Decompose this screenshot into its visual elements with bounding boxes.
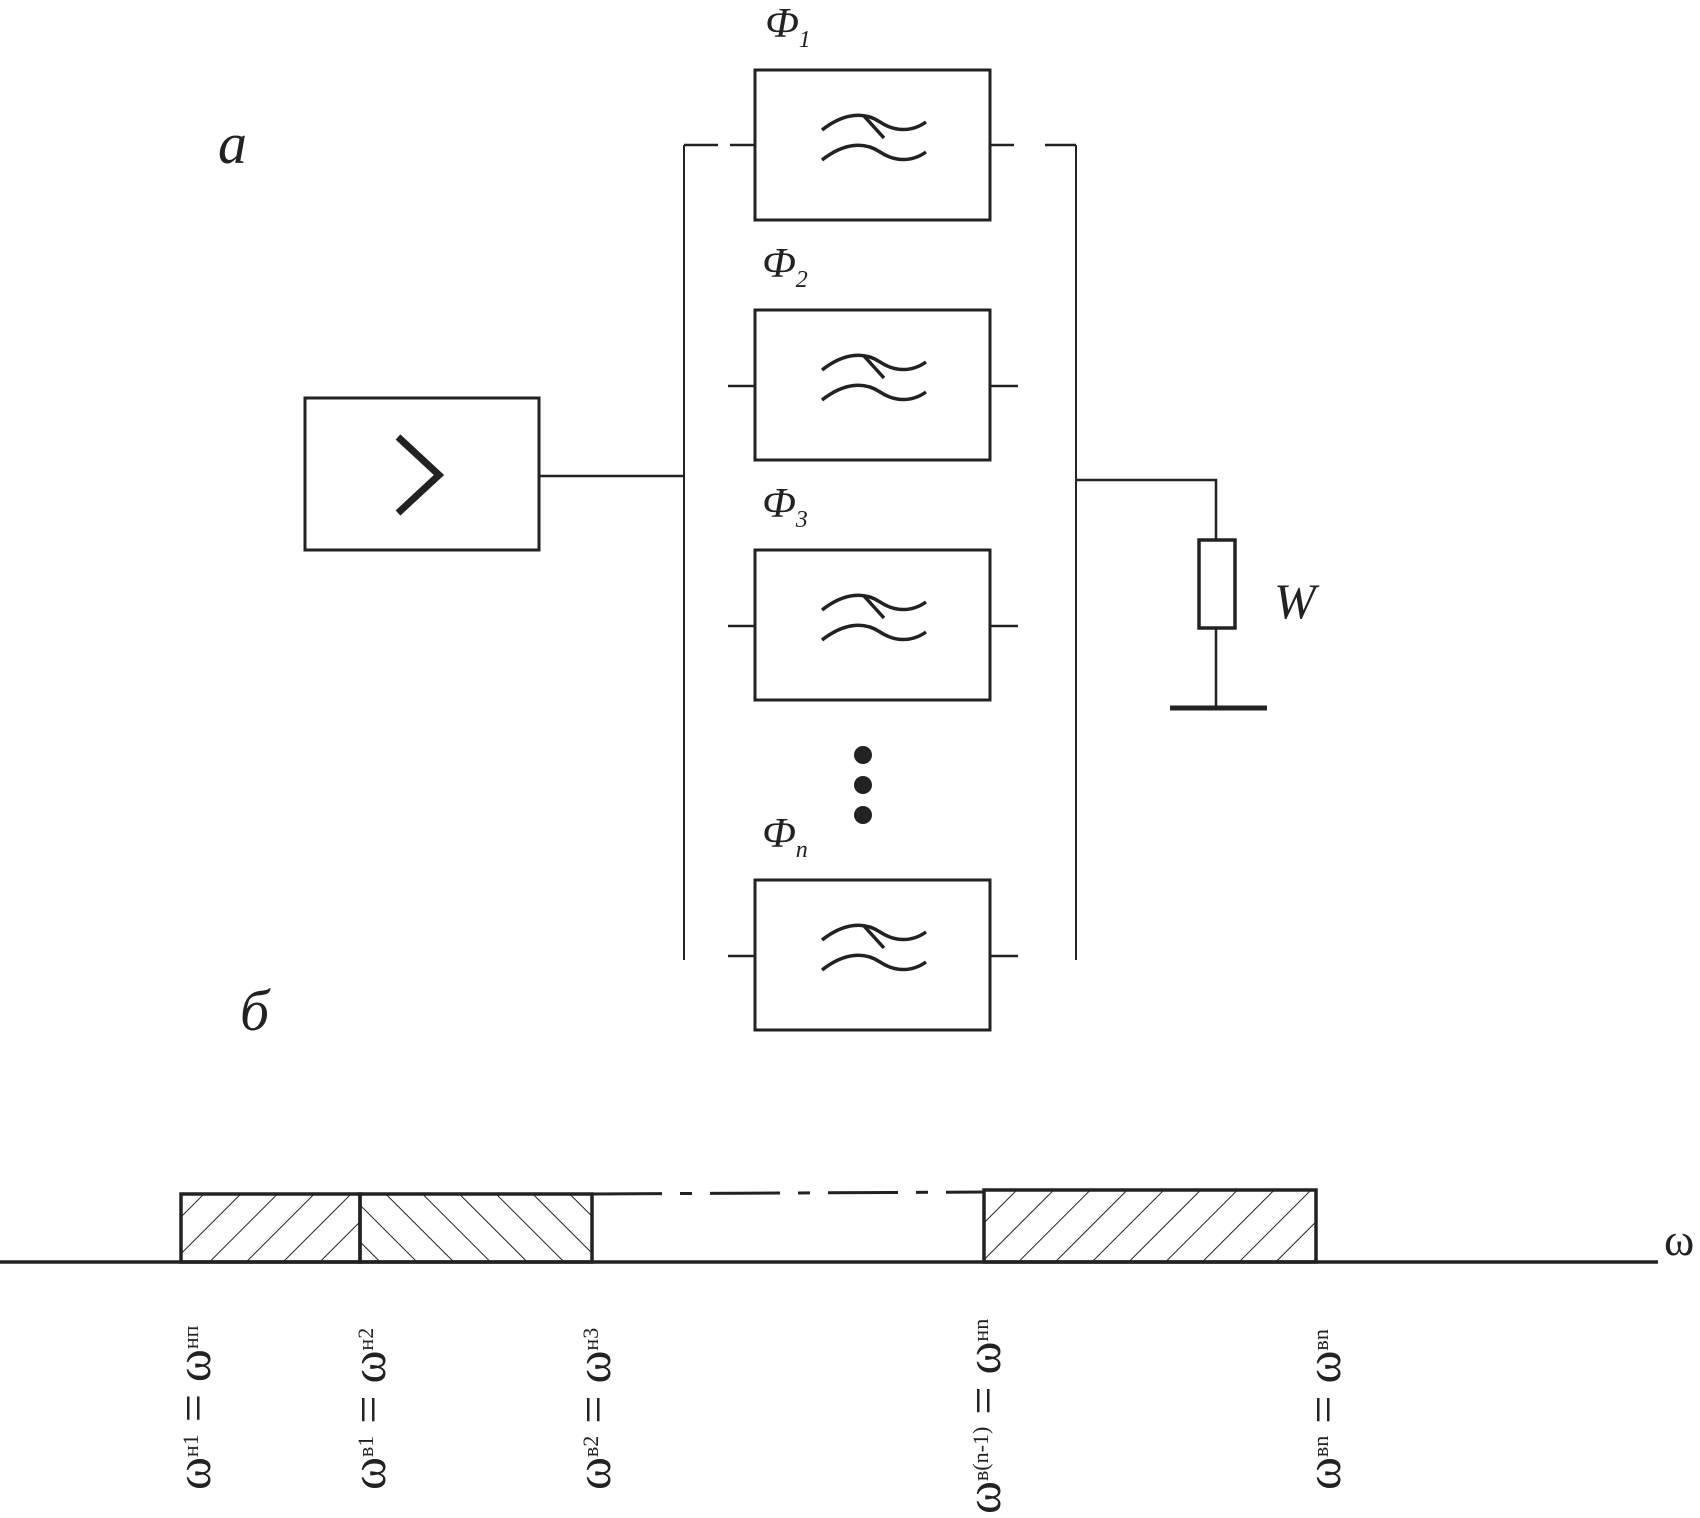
marker-1: ωн1=ωнп: [165, 1325, 221, 1490]
filter-2-label: Ф2: [762, 241, 808, 293]
marker-5: ωвn=ωвn: [1295, 1329, 1351, 1490]
filter-n-label: Фn: [762, 811, 808, 863]
filter-3: [728, 548, 1018, 702]
marker-3: ωв2=ωн3: [565, 1328, 621, 1490]
bandpass-icon: [820, 923, 928, 972]
frequency-axis-label: ω: [1664, 1214, 1694, 1265]
filter-1: [684, 68, 1076, 222]
filter-n: [728, 878, 1018, 1032]
svg-text:ωв(n-1)=ωнn: ωв(n-1)=ωнn: [955, 1319, 1011, 1514]
part-b-label: б: [240, 978, 271, 1043]
ellipsis-dots: [854, 746, 872, 824]
load-label: W: [1274, 573, 1320, 629]
svg-text:ωвn=ωвn: ωвn=ωвn: [1295, 1329, 1351, 1490]
marker-2: ωв1=ωн2: [340, 1328, 396, 1490]
band-continuation: [591, 1190, 985, 1196]
svg-text:ωн1=ωнп: ωн1=ωнп: [165, 1325, 221, 1490]
marker-4: ωв(n-1)=ωнn: [955, 1319, 1011, 1514]
band-2: [358, 1192, 594, 1264]
band-1: [179, 1192, 362, 1264]
filter-2: [728, 308, 1018, 462]
part-a-label: a: [218, 111, 247, 176]
amplifier-icon: [395, 434, 445, 516]
svg-text:ωв2=ωн3: ωв2=ωн3: [565, 1328, 621, 1490]
filter-3-label: Ф3: [762, 481, 808, 533]
bandpass-icon: [820, 113, 928, 162]
bandpass-icon: [820, 353, 928, 402]
bandpass-icon: [820, 593, 928, 642]
output-wire: [1076, 478, 1218, 540]
svg-text:ωв1=ωн2: ωв1=ωн2: [340, 1328, 396, 1490]
band-n: [982, 1188, 1318, 1264]
filter-1-label: Ф1: [765, 1, 811, 53]
amplifier-block: [303, 396, 541, 552]
load-resistor: [1197, 538, 1237, 630]
